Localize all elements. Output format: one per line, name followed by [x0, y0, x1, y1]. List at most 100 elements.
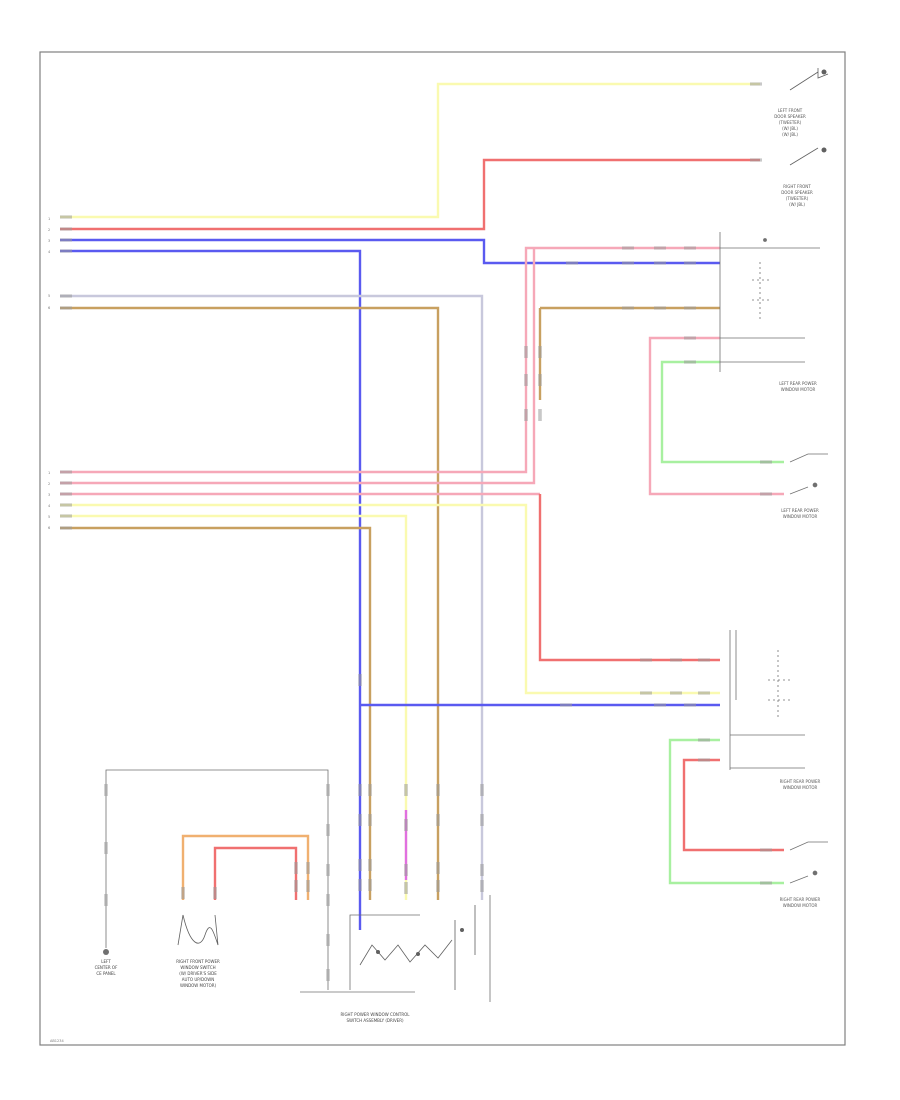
wire-yellow-top	[60, 82, 760, 219]
wire-harness	[60, 82, 784, 930]
connector-chip	[326, 864, 330, 876]
connector-chip	[750, 82, 762, 86]
connector-chip	[750, 158, 762, 162]
wire-blue-top	[60, 238, 720, 265]
wire-orange-spk	[181, 834, 310, 900]
component-label: RIGHT POWER WINDOW CONTROL	[341, 1012, 411, 1017]
wire-red-rf	[682, 758, 784, 852]
component-label: LEFT	[101, 959, 111, 964]
wire-grey-mid	[60, 294, 484, 900]
left-pin-group-3: 1 2 3 4 5 6	[48, 471, 51, 530]
connector-chip	[760, 492, 772, 496]
connector-chips	[60, 82, 772, 981]
connector-chip	[358, 814, 362, 826]
connector-chip	[60, 526, 72, 530]
wire-tan-mid	[60, 306, 440, 900]
connector-chip	[480, 784, 484, 796]
connector-chip	[654, 703, 666, 707]
connector-chip	[306, 862, 310, 874]
connector-chip	[622, 261, 634, 265]
component-label: WINDOW MOTOR	[781, 387, 816, 392]
connector-chip	[306, 880, 310, 892]
connector-chip	[358, 674, 362, 686]
connector-chip	[538, 409, 542, 421]
component-label: WINDOW SWITCH	[180, 965, 215, 970]
wire-red-spk	[213, 846, 298, 900]
pin-label: 4	[48, 250, 51, 254]
connector-chip	[684, 306, 696, 310]
connector-chip	[60, 470, 72, 474]
connector-chip	[60, 306, 72, 310]
connector-chip	[480, 880, 484, 892]
connector-chip	[760, 460, 772, 464]
connector-chip	[358, 859, 362, 871]
connector-chip	[684, 360, 696, 364]
pin-label: 1	[48, 471, 50, 475]
wire-green-lf	[660, 360, 784, 464]
connector-chip	[368, 814, 372, 826]
right-front-speaker: RIGHT FRONT DOOR SPEAKER (TWEETER) (W/ J…	[781, 147, 827, 207]
connector-chip	[404, 882, 408, 894]
pin-label: 1	[48, 217, 50, 221]
connector-chip	[368, 879, 372, 891]
pin-label: 4	[48, 504, 51, 508]
component-label: WINDOW MOTOR	[783, 785, 818, 790]
connector-chip	[326, 824, 330, 836]
connector-chip	[684, 246, 696, 250]
connector-chip	[654, 306, 666, 310]
left-pin-group-2: 5 6	[48, 294, 50, 310]
left-front-window-motor	[719, 232, 820, 372]
pin-label: 5	[48, 515, 50, 519]
connector-chip	[640, 691, 652, 695]
connector-chip	[294, 880, 298, 892]
diagram-code: AB1234	[50, 1039, 64, 1043]
wire-yellow-low-2	[60, 514, 408, 900]
connector-chip	[358, 879, 362, 891]
connector-chip	[524, 346, 528, 358]
component-label: RIGHT FRONT POWER	[176, 959, 220, 964]
connector-chip	[654, 246, 666, 250]
connector-chip	[480, 814, 484, 826]
component-label: LEFT REAR POWER	[781, 508, 819, 513]
component-label: WINDOW MOTOR	[783, 903, 818, 908]
connector-chip	[368, 784, 372, 796]
connector-chip	[404, 819, 408, 831]
connector-chip	[436, 784, 440, 796]
connector-chip	[60, 215, 72, 219]
component-label: (W/ JBL)	[789, 202, 805, 207]
connector-chip	[60, 294, 72, 298]
connector-chip	[560, 703, 572, 707]
wire-red-top	[60, 158, 760, 231]
right-front-window-switch	[177, 914, 219, 946]
connector-chip	[104, 842, 108, 854]
connector-chip	[60, 492, 72, 496]
connector-chip	[684, 703, 696, 707]
connector-chip	[368, 859, 372, 871]
left-front-speaker: LEFT FRONT DOOR SPEAKER (TWEETER) (W/ JB…	[774, 68, 829, 137]
component-label: (TWEETER)	[779, 120, 802, 125]
connector-chip	[181, 887, 185, 899]
component-label: CENTER OF	[95, 965, 118, 970]
right-front-window-motor	[729, 630, 805, 770]
wire-green-rf	[668, 738, 784, 885]
connector-chip	[60, 481, 72, 485]
connector-chip	[524, 409, 528, 421]
connector-chip	[104, 784, 108, 796]
wire-red-low	[538, 494, 720, 662]
left-pin-group-1: 1 2 3 4	[48, 217, 51, 254]
connector-chip	[698, 658, 710, 662]
pin-label: 2	[48, 482, 50, 486]
component-label: WINDOW MOTOR)	[180, 983, 217, 988]
connector-chip	[640, 658, 652, 662]
connector-chip	[480, 864, 484, 876]
wire-blue-down	[60, 249, 362, 930]
connector-chip	[760, 848, 772, 852]
connector-chip	[566, 261, 578, 265]
connector-chip	[60, 514, 72, 518]
connector-chip	[60, 227, 72, 231]
ground-lines	[105, 769, 491, 1002]
connector-chip	[436, 814, 440, 826]
connector-chip	[404, 864, 408, 876]
component-label: RIGHT REAR POWER	[780, 779, 821, 784]
